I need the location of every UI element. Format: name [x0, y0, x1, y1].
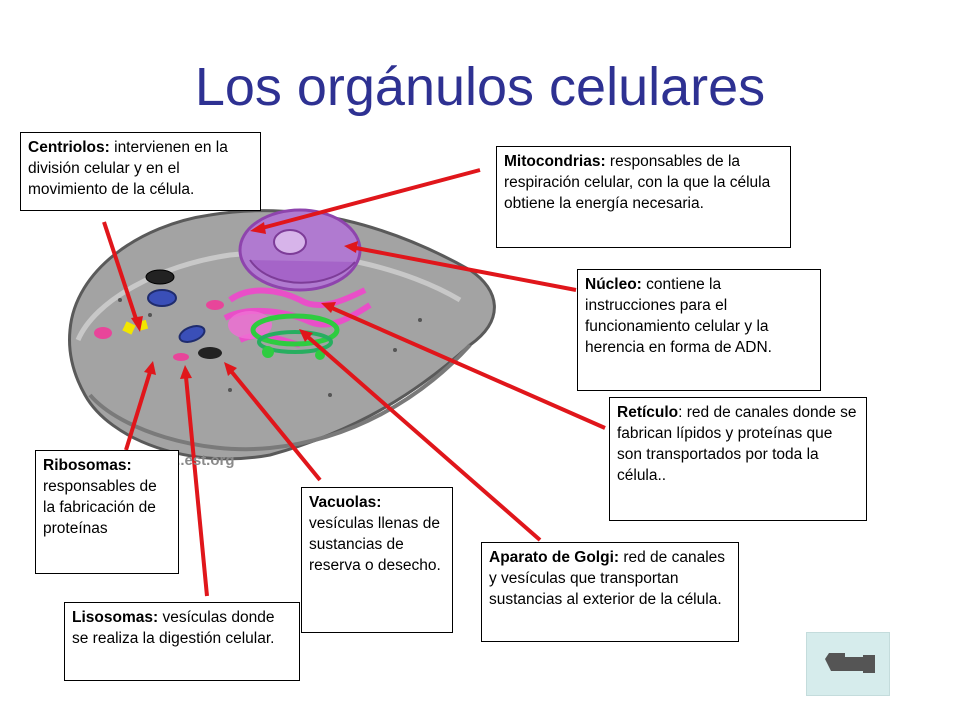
term-vacuolas: Vacuolas:: [309, 494, 382, 511]
term-ribosomas: Ribosomas:: [43, 457, 132, 474]
arrow-centriolos: [102, 221, 139, 323]
term-centriolos: Centriolos:: [28, 139, 110, 156]
term-nucleo: Núcleo:: [585, 276, 642, 293]
term-mitocondrias: Mitocondrias:: [504, 153, 606, 170]
page-title: Los orgánulos celulares: [194, 57, 766, 117]
desc-golgi: red de canales y vesículas que transport…: [489, 549, 726, 608]
label-reticulo: Retículo: red de canales donde se fabric…: [609, 397, 867, 521]
watermark-text: ...est.org: [172, 452, 235, 469]
pointer-arrows: [102, 168, 606, 597]
desc-vacuolas: vesículas llenas de sustancias de reserv…: [309, 515, 441, 574]
desc-reticulo: : red de canales donde se fabrican lípid…: [617, 404, 857, 484]
label-golgi: Aparato de Golgi: red de canales y vesíc…: [481, 542, 739, 642]
term-golgi: Aparato de Golgi:: [489, 549, 620, 566]
arrow-vacuolas: [229, 369, 322, 482]
desc-nucleo: contiene la instrucciones para el funcio…: [585, 276, 772, 356]
label-mitocondrias: Mitocondrias: responsables de la respira…: [496, 146, 791, 248]
arrow-ribosomas: [124, 371, 152, 451]
label-lisosomas: Lisosomas: vesículas donde se realiza la…: [64, 602, 300, 681]
desc-lisosomas: vesículas donde se realiza la digestión …: [72, 609, 275, 647]
arrow-lisosomas: [184, 376, 209, 597]
arrow-mitocondrias: [261, 168, 481, 230]
term-reticulo: Retículo: [617, 404, 679, 421]
label-nucleo: Núcleo: contiene la instrucciones para e…: [577, 269, 821, 391]
label-vacuolas: Vacuolas: vesículas llenas de sustancias…: [301, 487, 453, 633]
desc-centriolos: intervienen en la división celular y en …: [28, 139, 228, 198]
animal-cell-illustration: [68, 208, 496, 461]
label-centriolos: Centriolos: intervienen en la división c…: [20, 132, 261, 211]
arrow-reticulo: [331, 306, 606, 430]
return-nav-button[interactable]: [806, 632, 890, 696]
desc-mitocondrias: responsables de la respiración celular, …: [504, 153, 771, 212]
desc-ribosomas: responsables de la fabricación de proteí…: [43, 478, 157, 537]
term-lisosomas: Lisosomas:: [72, 609, 159, 626]
arrow-nucleo: [355, 246, 577, 292]
label-ribosomas: Ribosomas: responsables de la fabricació…: [35, 450, 179, 574]
return-arrow-icon: [825, 653, 875, 673]
arrow-golgi: [306, 335, 542, 542]
